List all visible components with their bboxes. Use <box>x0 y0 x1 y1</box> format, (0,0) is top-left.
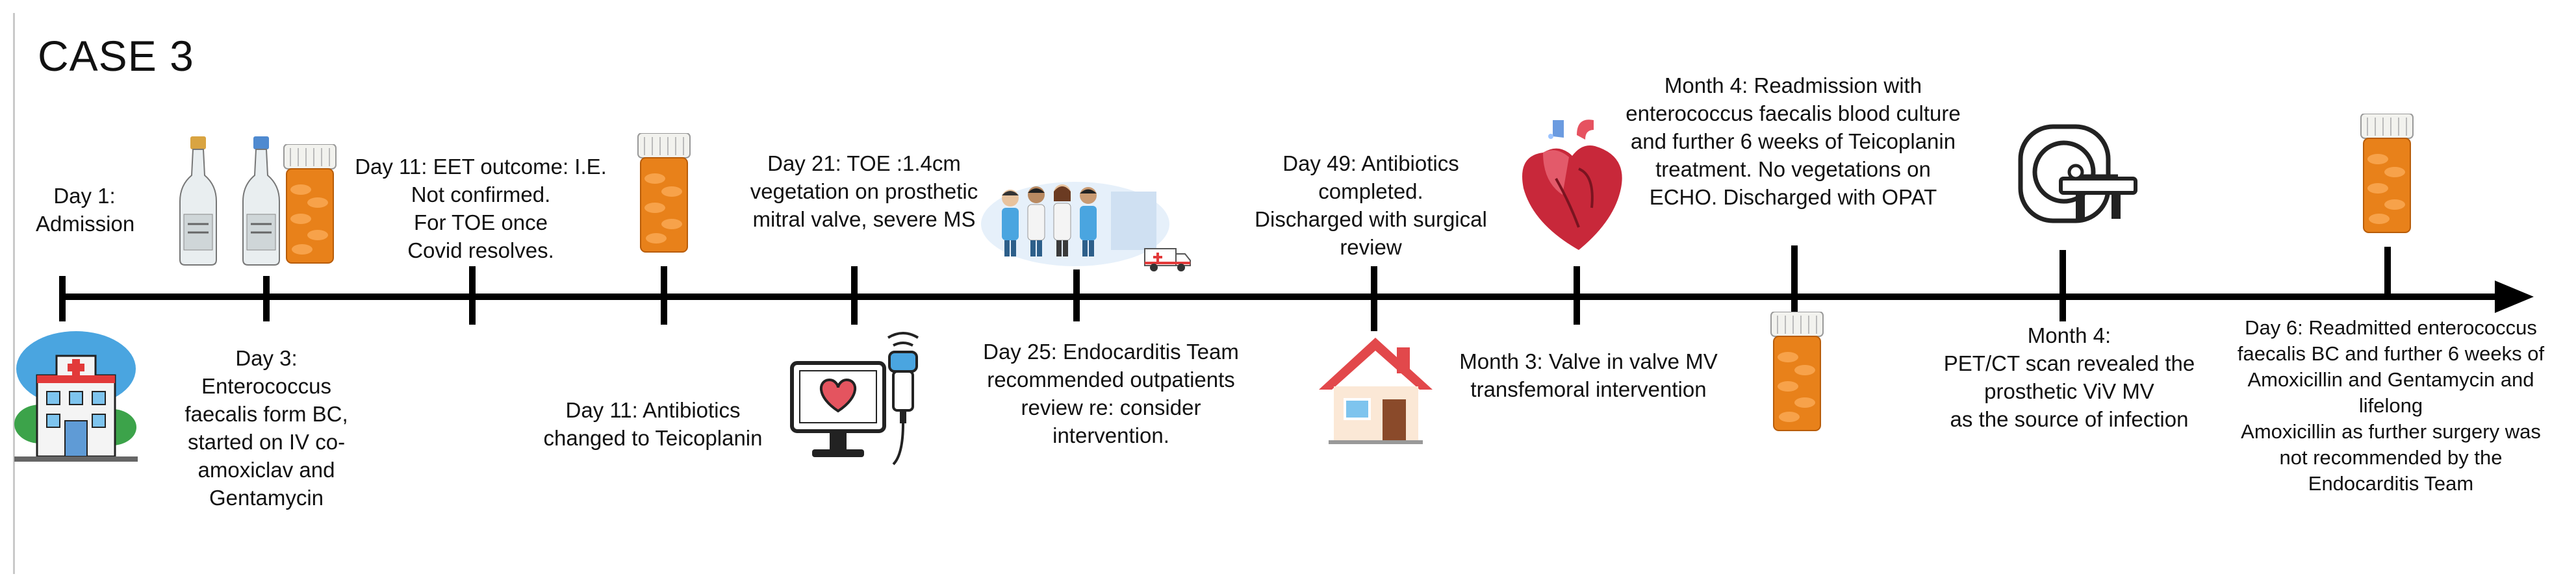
hospital-icon <box>14 331 138 462</box>
iv-bottle-icon <box>179 136 217 266</box>
event-line: Day 1: <box>53 184 116 208</box>
event-day6: Day 6: Readmitted enterococcus faecalis B… <box>2202 315 2576 497</box>
event-line: as the source of infection <box>1950 407 2189 431</box>
event-line: Amoxicillin and Gentamycin and <box>2247 368 2534 391</box>
event-line: not recommended by the <box>2279 446 2503 469</box>
tick-month3 <box>1574 266 1580 325</box>
event-line: Admission <box>36 212 135 236</box>
page-title: CASE 3 <box>38 32 194 80</box>
event-line: Day 11: Antibiotics <box>565 398 741 422</box>
event-line: PET/CT scan revealed the <box>1943 351 2195 375</box>
event-day21: Day 21: TOE :1.4cm vegetation on prosthet… <box>721 149 1007 233</box>
event-line: Month 4: <box>2027 323 2111 347</box>
ultrasound-probe-icon <box>887 332 919 466</box>
event-line: Day 6: Readmitted enterococcus <box>2245 316 2537 339</box>
event-line: review re: consider <box>1021 395 1201 419</box>
event-line: Day 11: EET outcome: I.E. <box>355 155 607 179</box>
ct-scanner-icon <box>2018 124 2137 223</box>
tick-day21 <box>851 266 858 325</box>
event-month3: Month 3: Valve in valve MV transfemoral i… <box>1429 347 1748 403</box>
timeline-axis <box>62 294 2498 300</box>
event-line: completed. <box>1318 179 1423 203</box>
event-line: Day 49: Antibiotics <box>1282 151 1459 175</box>
event-line: vegetation on prosthetic <box>750 179 978 203</box>
event-day25: Day 25: Endocarditis Team recommended out… <box>962 338 1260 449</box>
event-line: treatment. No vegetations on <box>1655 157 1931 181</box>
ambulance-icon <box>1144 248 1191 271</box>
pill-bottle-icon <box>283 144 337 264</box>
event-line: amoxiclav and <box>198 458 335 482</box>
event-line: changed to Teicoplanin <box>543 426 763 450</box>
event-day3: Day 3: Enterococcus faecalis form BC, start… <box>175 344 357 512</box>
tick-day11b <box>661 266 667 325</box>
event-day49: Day 49: Antibiotics completed. Discharged … <box>1234 149 1507 261</box>
event-day11a: Day 11: EET outcome: I.E. Not confirmed. F… <box>344 153 617 264</box>
event-line: Day 3: <box>235 346 298 370</box>
left-border <box>13 13 15 574</box>
event-line: started on IV co- <box>187 430 346 454</box>
pill-bottle-icon <box>2360 114 2414 233</box>
event-line: review <box>1340 235 1402 259</box>
event-line: prosthetic ViV MV <box>1984 379 2154 403</box>
timeline-arrowhead <box>2495 281 2534 313</box>
pill-bottle-icon <box>637 133 691 253</box>
event-line: mitral valve, severe MS <box>752 207 976 231</box>
event-line: Month 3: Valve in valve MV <box>1459 349 1718 373</box>
event-day1: Day 1: Admission <box>36 182 135 238</box>
medical-team-icon <box>981 182 1169 266</box>
tick-day49 <box>1371 266 1377 331</box>
event-line: transfemoral intervention <box>1470 377 1707 401</box>
event-line: Gentamycin <box>209 486 324 510</box>
echo-monitor-icon <box>790 361 886 457</box>
house-icon <box>1319 338 1433 444</box>
event-line: Discharged with surgical <box>1255 207 1487 231</box>
event-line: faecalis BC and further 6 weeks of <box>2237 342 2545 365</box>
event-line: Endocarditis Team <box>2308 472 2474 495</box>
tick-day3 <box>263 276 270 321</box>
tick-day6 <box>2384 247 2391 299</box>
event-day11b: Day 11: Antibiotics changed to Teicoplani… <box>520 396 786 452</box>
event-line: lifelong <box>2358 394 2423 417</box>
tick-day25 <box>1073 269 1080 321</box>
event-line: Not confirmed. <box>411 182 551 206</box>
event-line: Amoxicillin as further surgery was <box>2241 420 2541 443</box>
event-line: recommended outpatients <box>987 368 1235 392</box>
tick-month4a <box>1791 245 1798 323</box>
event-line: ECHO. Discharged with OPAT <box>1649 185 1937 209</box>
tick-day1 <box>59 276 66 321</box>
heart-icon <box>1522 119 1622 250</box>
event-line: intervention. <box>1052 423 1169 447</box>
event-line: Day 21: TOE :1.4cm <box>767 151 961 175</box>
event-line: and further 6 weeks of Teicoplanin <box>1630 129 1956 153</box>
tick-month4b <box>2060 250 2066 321</box>
event-line: Month 4: Readmission with <box>1664 73 1922 97</box>
event-line: enterococcus faecalis blood culture <box>1626 101 1961 125</box>
event-line: Covid resolves. <box>407 238 554 262</box>
event-line: faecalis form BC, <box>185 402 348 426</box>
event-line: Day 25: Endocarditis Team <box>983 340 1239 364</box>
event-line: Enterococcus <box>201 374 331 398</box>
pill-bottle-icon <box>1770 312 1824 431</box>
tick-day11a <box>469 266 476 325</box>
event-month4a: Month 4: Readmission with enterococcus fa… <box>1585 71 2001 211</box>
event-line: For TOE once <box>413 210 548 234</box>
iv-bottle-icon <box>242 136 280 266</box>
event-month4b: Month 4: PET/CT scan revealed the prosthet… <box>1923 321 2215 433</box>
